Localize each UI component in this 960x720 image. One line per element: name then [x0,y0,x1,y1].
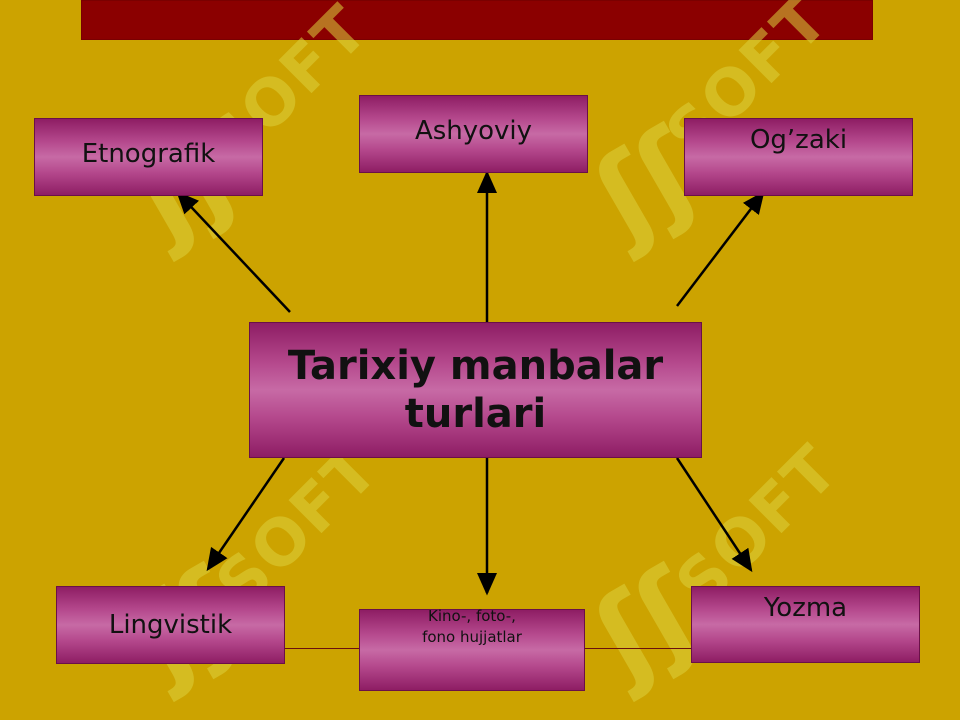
node-label: Og’zaki [749,125,848,155]
node-label: Ashyoviy [414,116,533,146]
node-etnografik: Etnografik [34,118,263,196]
top-banner [81,0,873,40]
arrow-to-lingvistik [206,457,286,572]
node-label: Lingvistik [108,610,233,640]
node-label: Kino-, foto-, fono hujjatlar [422,607,522,646]
node-kino-foto-fono: Kino-, foto-, fono hujjatlar [359,607,585,691]
bottom-line-left [285,648,360,649]
center-node: Tarixiy manbalar turlari [249,322,702,458]
arrow-to-yozma [675,457,753,573]
bottom-line-right [584,648,692,649]
node-ogzaki: Og’zaki [684,118,913,196]
arrow-to-etnografik [176,191,291,313]
arrow-to-ogzaki [676,191,765,307]
node-lingvistik: Lingvistik [56,586,285,664]
node-ashyoviy: Ashyoviy [359,95,588,173]
center-node-label: Tarixiy manbalar turlari [287,343,664,437]
node-yozma: Yozma [691,586,920,663]
node-label: Yozma [763,593,848,623]
node-label: Etnografik [81,139,216,169]
